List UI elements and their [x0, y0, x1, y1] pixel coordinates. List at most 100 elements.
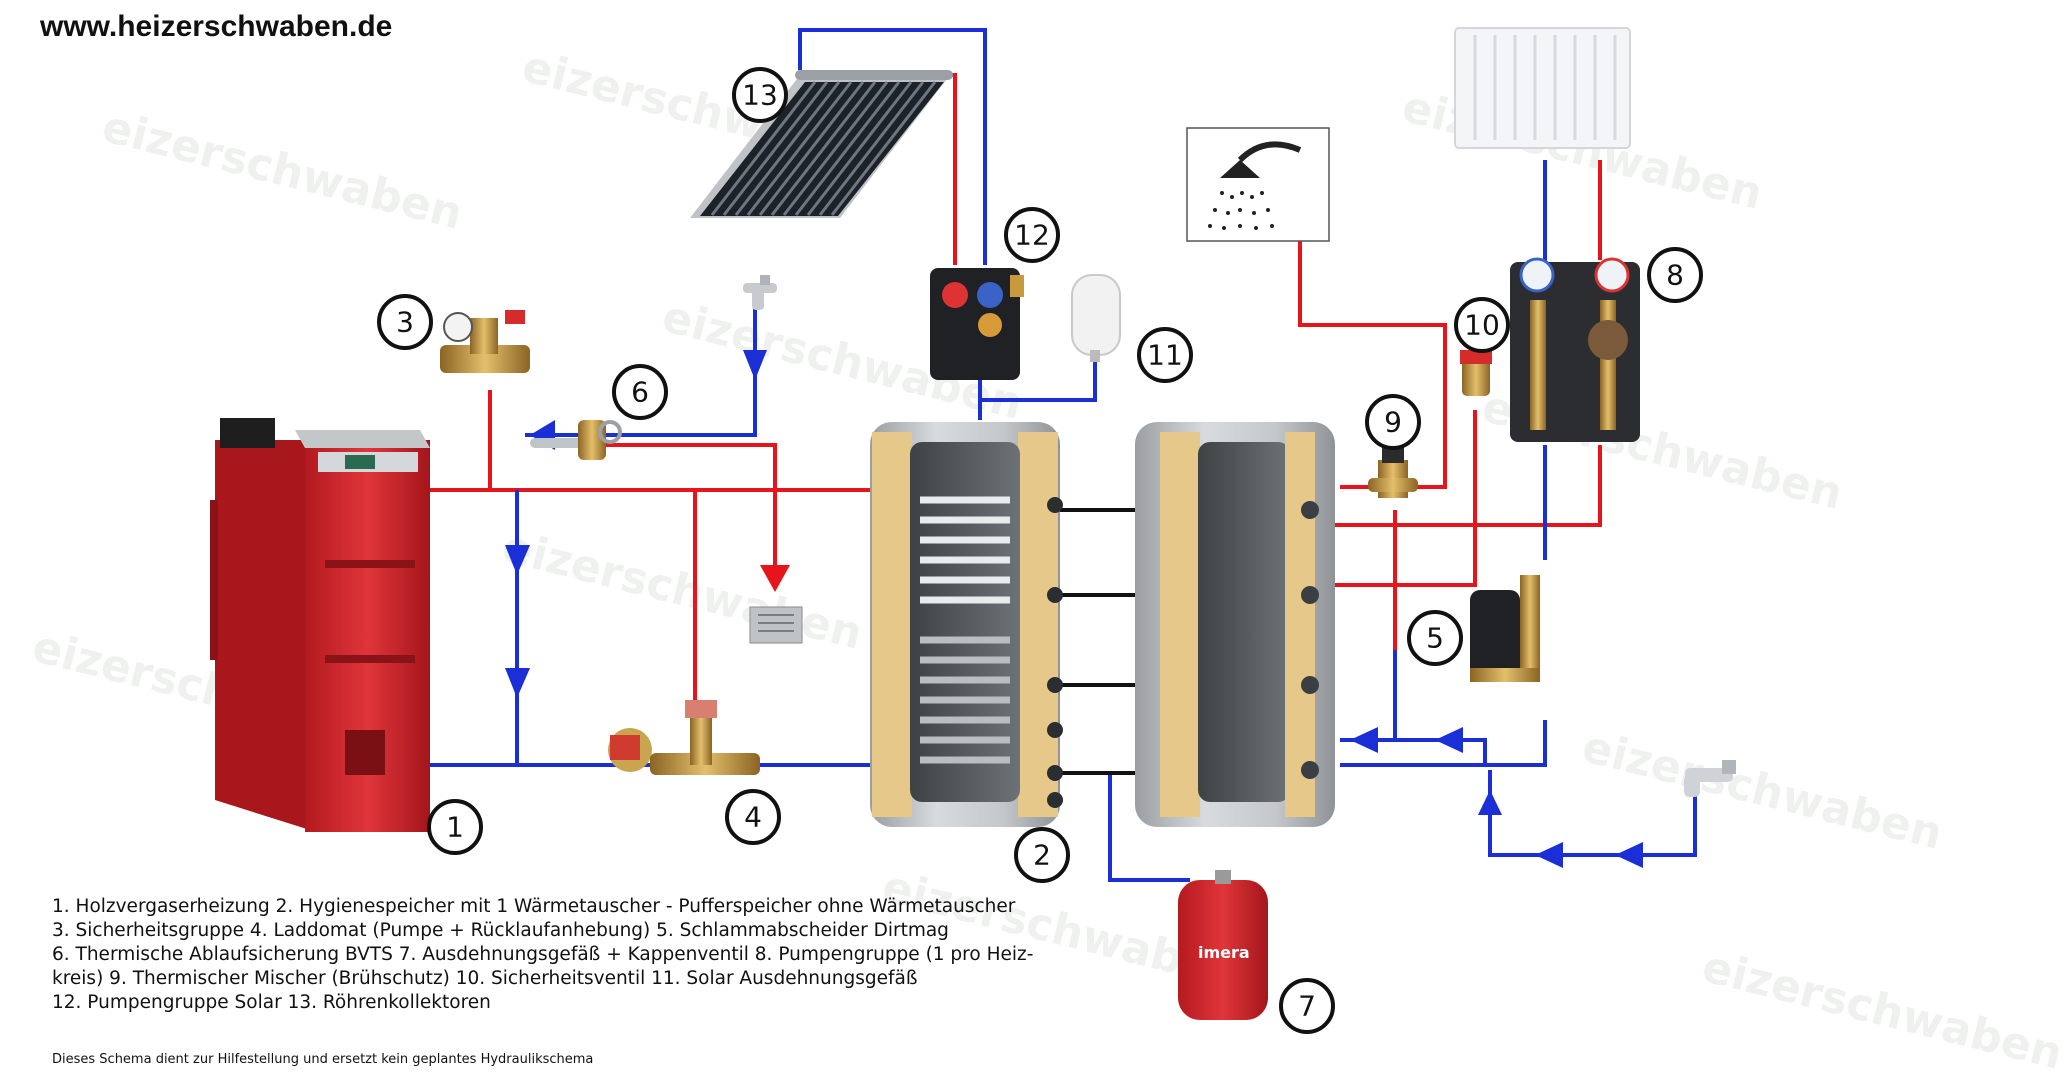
pump-icon — [1588, 320, 1628, 360]
cold-tap-icon[interactable] — [743, 275, 777, 310]
callout-label: 2 — [1033, 839, 1051, 872]
dirt-separator[interactable] — [1470, 575, 1540, 682]
floor-drain-icon — [749, 606, 803, 644]
arrow-left-icon — [1535, 842, 1563, 868]
watermark-text: eizerschwaben — [1577, 721, 1947, 860]
callout-label: 4 — [744, 801, 762, 834]
legend-line: kreis) 9. Thermischer Mischer (Brühschut… — [52, 968, 918, 989]
callout-1[interactable] — [427, 799, 483, 855]
callout-7[interactable] — [1279, 978, 1335, 1034]
callout-label: 11 — [1147, 339, 1183, 372]
heating-return-to-buffer — [1340, 720, 1547, 767]
callout-label: 10 — [1464, 309, 1500, 342]
cold-tap-icon[interactable] — [1684, 760, 1736, 797]
tank-link-pipes — [1060, 508, 1165, 775]
callout-5[interactable] — [1407, 610, 1463, 666]
callout-3[interactable] — [377, 294, 433, 350]
arrow-down-icon — [505, 668, 530, 698]
display-screen — [345, 455, 375, 469]
expansion-vessel-pipe — [1108, 775, 1190, 882]
solar-flow-pipe — [950, 73, 957, 265]
callout-10[interactable] — [1454, 297, 1510, 353]
thermal-mixer[interactable] — [1368, 445, 1418, 498]
safety-valve-icon — [1010, 275, 1024, 297]
buffer-storage-tank[interactable] — [1135, 422, 1335, 827]
callout-12[interactable] — [1004, 207, 1060, 263]
tube-collector[interactable] — [690, 70, 953, 218]
pump-icon — [978, 313, 1002, 337]
legend-line: 12. Pumpengruppe Solar 13. Röhrenkollekt… — [52, 992, 491, 1013]
collector-manifold — [795, 70, 953, 80]
watermark-text: eizerschwaben — [497, 521, 867, 660]
callout-9[interactable] — [1365, 394, 1421, 450]
bvts-drain-pipe — [580, 443, 777, 575]
tank-connections — [1301, 501, 1319, 779]
thermometer-red-icon — [942, 282, 968, 308]
callout-11[interactable] — [1137, 327, 1193, 383]
callout-labels: 1 2 3 4 5 6 7 8 9 10 11 12 13 — [396, 79, 1684, 1023]
legend-line: 3. Sicherheitsgruppe 4. Laddomat (Pumpe … — [52, 920, 949, 941]
watermark-text: eizerschwaben — [1697, 941, 2067, 1080]
solar-coil — [920, 636, 1010, 764]
tank-connections — [1047, 497, 1063, 808]
component-legend: 1. Holzvergaserheizung 2. Hygienespeiche… — [52, 895, 1033, 1015]
callout-label: 1 — [446, 811, 464, 844]
callout-8[interactable] — [1647, 247, 1703, 303]
callout-2[interactable] — [1014, 827, 1070, 883]
thermometer-red-icon — [1594, 257, 1630, 293]
arrow-up-icon — [1478, 790, 1502, 815]
arrow-left-icon — [1350, 727, 1378, 753]
wood-gasification-boiler[interactable] — [210, 418, 430, 832]
arrow-down-icon — [505, 545, 530, 575]
arrow-down-icon — [743, 350, 767, 380]
thermometer-blue-icon — [1519, 257, 1555, 293]
safety-valve[interactable] — [1460, 350, 1492, 396]
pipe-network — [430, 28, 1697, 882]
callout-13[interactable] — [732, 67, 788, 123]
thermometer-blue-icon — [977, 282, 1003, 308]
insulation-left — [1160, 432, 1200, 817]
heating-pump-group[interactable] — [1510, 257, 1640, 442]
insulation-right — [1285, 432, 1315, 817]
callout-label: 13 — [742, 79, 778, 112]
insulation-right — [1018, 432, 1058, 817]
laddomat-unit[interactable] — [608, 700, 760, 775]
solar-pump-station[interactable] — [930, 268, 1024, 380]
callout-circles — [377, 67, 1703, 1034]
solar-return-pipe — [798, 28, 987, 265]
radiator[interactable] — [1454, 27, 1631, 149]
callout-label: 8 — [1666, 259, 1684, 292]
arrow-down-icon — [760, 565, 790, 592]
arrow-left-icon — [1435, 727, 1463, 753]
expansion-vessel[interactable]: imera — [1178, 870, 1268, 1020]
callout-label: 9 — [1384, 406, 1402, 439]
callout-6[interactable] — [612, 364, 668, 420]
site-url[interactable]: www.heizerschwaben.de — [40, 10, 393, 43]
collector-tubes — [710, 81, 937, 216]
safety-group[interactable] — [440, 310, 530, 373]
callout-label: 6 — [631, 376, 649, 409]
arrow-left-icon — [1615, 842, 1643, 868]
disclaimer-text: Dieses Schema dient zur Hilfestellung un… — [52, 1052, 594, 1067]
legend-line: 1. Holzvergaserheizung 2. Hygienespeiche… — [52, 896, 1016, 917]
manometer-icon — [443, 312, 473, 342]
dhw-hot-pipe — [1298, 165, 1447, 489]
thermal-discharge-valve[interactable] — [530, 420, 622, 460]
legend-line: 6. Thermische Ablaufsicherung BVTS 7. Au… — [52, 944, 1034, 965]
callout-label: 12 — [1014, 219, 1050, 252]
heat-exchanger-coil — [920, 496, 1010, 604]
callout-4[interactable] — [725, 789, 781, 845]
callout-label: 3 — [396, 306, 414, 339]
shower-icon[interactable] — [1186, 127, 1330, 242]
heating-flow-pipe — [1335, 445, 1602, 527]
hygiene-storage-tank[interactable] — [870, 422, 1063, 827]
door-handle — [210, 500, 218, 660]
solar-expansion-vessel[interactable] — [1071, 274, 1121, 362]
cold-water-branch — [1340, 738, 1487, 765]
callout-label: 5 — [1426, 622, 1444, 655]
safety-valve-pipe — [1335, 410, 1477, 587]
flue-outlet — [220, 418, 275, 448]
watermark-text: eizerschwaben — [97, 101, 467, 240]
